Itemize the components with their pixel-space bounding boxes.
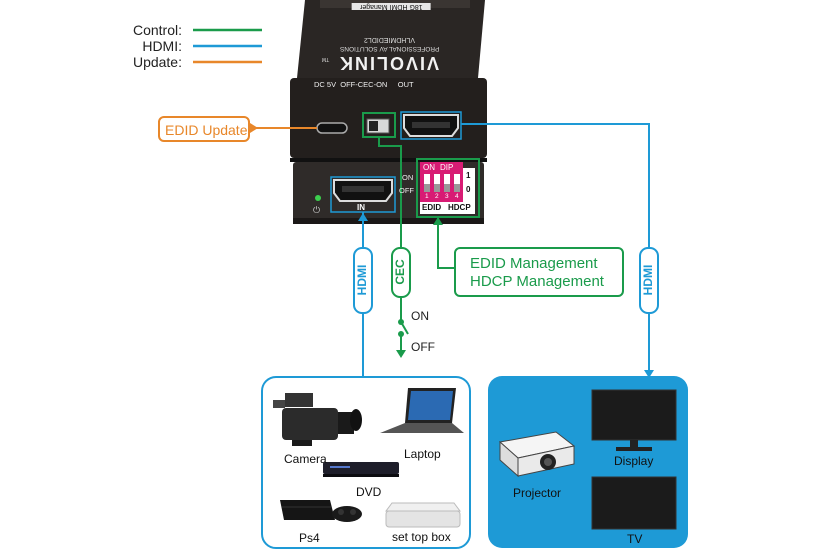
cec-on-label: ON [411,309,429,323]
ps4-label: Ps4 [299,531,320,545]
tv-icon [591,476,677,530]
laptop-icon [380,388,464,433]
dip-one-label: 1 [466,171,471,180]
power-led [315,195,321,201]
device-brand-label: VIVOLINK [338,52,439,73]
hdmi-out-cable-label: HDMI [641,264,655,296]
dip-number-3: 3 [445,193,449,200]
display-icon [591,389,677,451]
usb-c-port [316,122,348,134]
legend-control-label: Control: [132,22,182,38]
cec-cable [378,137,402,248]
dvd-player-icon [323,462,399,477]
laptop-label: Laptop [404,447,441,461]
management-connector [437,217,454,269]
dip-zero-label: 0 [466,185,471,194]
dvd-label: DVD [356,485,382,499]
edid-update-callout: EDID Update [158,116,250,142]
dip-number-4: 4 [455,193,459,200]
edid-management-text: EDID Management [470,255,598,272]
dip-number-2: 2 [435,193,439,200]
edid-update-text: EDID Update [165,122,248,138]
hdmi-out-label-box [639,247,659,314]
cec-label-box [391,247,411,298]
hdmi-out-cable [461,123,650,248]
hdmi-out-highlight [400,111,462,140]
hdcp-management-text: HDCP Management [470,273,604,290]
set-top-box-icon [385,502,461,528]
projector-icon [498,431,576,478]
product-name-label: 18G HDMI Manager [352,3,431,10]
hdmi-in-label-box [353,247,373,314]
dip-on-side-label: ON [402,173,414,182]
cec-cable-label: CEC [393,259,407,285]
camera-icon [273,393,362,446]
hdcp-label: HDCP [448,203,471,212]
device-tagline-label: PROFESSIONAL AV SOLUTIONS [340,45,440,52]
hdmi-out-port [403,114,459,137]
legend-hdmi-label: HDMI: [142,38,182,54]
device-model-label: VLHDMIEDIDL2 [364,36,415,43]
brand-tm-label: TM [322,56,330,62]
top-port-labels: DC 5V OFF-CEC-ON OUT [314,80,414,89]
legend-update-label: Update: [132,54,182,70]
brand-text: VIVOLINK [338,53,440,73]
edid-label: EDID [422,203,442,212]
dip-number-1: 1 [425,193,429,200]
tv-label: TV [627,532,643,546]
management-callout: EDID Management HDCP Management [454,247,624,297]
hdmi-in-port-label: IN [357,203,365,212]
dip-switch-block[interactable] [420,162,475,214]
dip-highlight [416,158,480,218]
dip-dip-title: DIP [440,163,454,172]
game-console-icon [280,500,362,522]
projector-label: Projector [513,486,562,500]
hdmi-in-cable-label: HDMI [355,264,369,296]
camera-label: Camera [284,452,327,466]
dip-off-side-label: OFF [399,186,414,195]
dip-on-title: ON [423,163,435,172]
hdmi-in-port [333,179,393,202]
display-label: Display [614,454,654,468]
svg-text:⏻: ⏻ [313,205,320,216]
cec-off-label: OFF [411,340,435,354]
set-top-box-label: set top box [392,530,451,544]
